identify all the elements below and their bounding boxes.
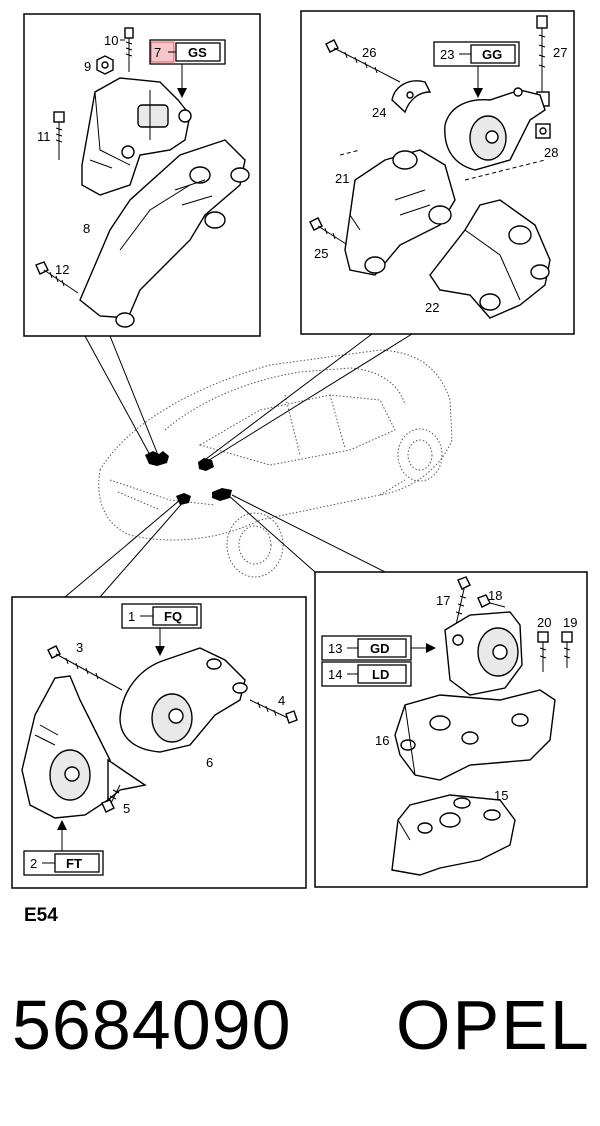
bracket-15 — [391, 794, 516, 876]
nut-28 — [535, 123, 551, 139]
bolt-26 — [325, 39, 401, 83]
bolt-12 — [35, 261, 79, 294]
part-label-20: 20 — [537, 615, 551, 630]
callout-code: FT — [66, 856, 82, 871]
callout-number: 13 — [328, 641, 342, 656]
bracket-16 — [394, 689, 556, 781]
part-label-21: 21 — [335, 171, 349, 186]
callout-code: LD — [372, 667, 389, 682]
callout-code: GG — [482, 47, 502, 62]
part-label-3: 3 — [76, 640, 83, 655]
callout-code: FQ — [164, 609, 182, 624]
part-label-8: 8 — [83, 221, 90, 236]
part-label-16: 16 — [375, 733, 389, 748]
part-label-12: 12 — [55, 262, 69, 277]
callout-number: 7 — [154, 45, 161, 60]
reference-code: E54 — [24, 905, 58, 926]
callout-2-ft: 2 FT — [23, 820, 104, 876]
bolt-18 — [477, 594, 506, 608]
callout-7-gs: 7 GS — [149, 39, 226, 98]
bolt-25 — [309, 217, 347, 245]
bracket-22 — [429, 199, 551, 319]
panel-bottom-left: 1 FQ 2 FT 3 4 6 5 — [11, 596, 307, 889]
part-label-5: 5 — [123, 801, 130, 816]
part-label-25: 25 — [314, 246, 328, 261]
washer-24 — [391, 80, 432, 114]
leader-lines — [64, 333, 413, 598]
callout-number: 23 — [440, 47, 454, 62]
callout-23-gg: 23 GG — [433, 41, 520, 98]
part-label-24: 24 — [372, 105, 386, 120]
part-label-22: 22 — [425, 300, 439, 315]
part-label-6: 6 — [206, 755, 213, 770]
bolt-11 — [53, 111, 65, 160]
nut-9 — [96, 55, 114, 75]
mount-13 — [444, 611, 523, 696]
part-label-17: 17 — [436, 593, 450, 608]
callout-code: GD — [370, 641, 390, 656]
engine-mount-locations — [145, 451, 232, 505]
bolt-20 — [537, 631, 549, 672]
part-label-15: 15 — [494, 788, 508, 803]
bolt-17 — [455, 576, 471, 626]
bracket-8 — [79, 139, 250, 328]
part-label-9: 9 — [84, 59, 91, 74]
part-label-11: 11 — [37, 129, 51, 144]
bolt-5 — [101, 784, 121, 813]
part-label-28: 28 — [544, 145, 558, 160]
part-label-27: 27 — [553, 45, 567, 60]
callout-14-ld: 14 LD — [321, 661, 412, 687]
panel-top-right: 23 GG 26 27 24 28 21 25 22 — [300, 10, 575, 335]
bolt-19 — [561, 631, 573, 668]
callout-13-gd: 13 GD — [321, 635, 412, 661]
mount-23 — [444, 87, 546, 171]
bolt-3 — [47, 645, 123, 691]
callout-code: GS — [188, 45, 207, 60]
panel-bottom-right: 13 GD 14 LD 17 18 20 19 16 15 — [314, 571, 588, 888]
part-label-26: 26 — [362, 45, 376, 60]
callout-number: 2 — [30, 856, 37, 871]
callout-number: 14 — [328, 667, 342, 682]
mount-7 — [81, 77, 192, 196]
mount-6 — [119, 647, 248, 753]
brand-name: OPEL — [396, 986, 591, 1064]
part-number: 5684090 — [12, 986, 292, 1064]
parts-diagram: 7 GS 10 9 11 8 12 — [11, 10, 588, 889]
bracket-21 — [344, 149, 456, 276]
part-label-10: 10 — [104, 33, 118, 48]
part-label-19: 19 — [563, 615, 577, 630]
bolt-4 — [249, 699, 298, 724]
callout-1-fq: 1 FQ — [121, 603, 202, 656]
car-silhouette — [98, 349, 453, 578]
part-label-4: 4 — [278, 693, 285, 708]
part-label-18: 18 — [488, 588, 502, 603]
bolt-10 — [124, 27, 134, 72]
callout-number: 1 — [128, 609, 135, 624]
panel-top-left: 7 GS 10 9 11 8 12 — [23, 13, 261, 337]
